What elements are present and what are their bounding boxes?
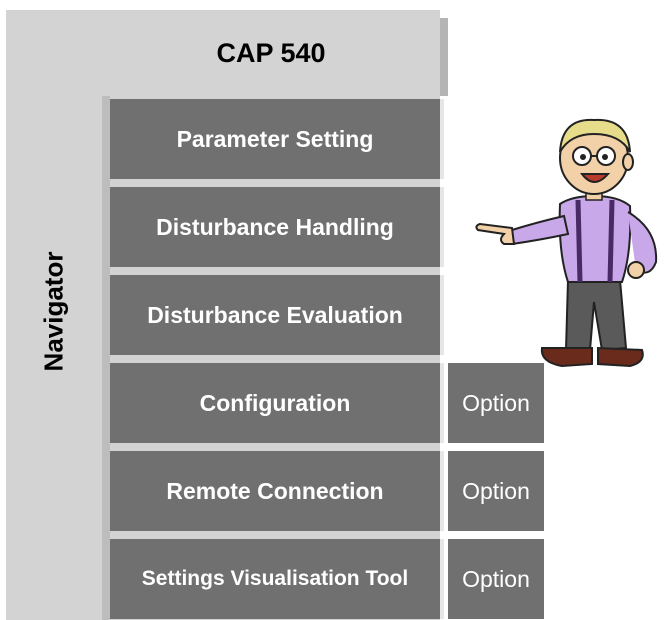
configuration-button[interactable]: Configuration xyxy=(110,363,440,443)
parameter-setting-button[interactable]: Parameter Setting xyxy=(110,99,440,179)
disturbance-handling-button[interactable]: Disturbance Handling xyxy=(110,187,440,267)
navigator-sidebar: Navigator xyxy=(6,96,102,526)
app-title: CAP 540 xyxy=(216,37,326,68)
navigator-label: Navigator xyxy=(38,251,69,371)
panel-shadow-edge xyxy=(440,18,448,96)
configuration-option-button[interactable]: Option xyxy=(448,363,544,443)
disturbance-evaluation-button[interactable]: Disturbance Evaluation xyxy=(110,275,440,355)
remote-connection-option-button[interactable]: Option xyxy=(448,451,544,531)
panel-inner-edge xyxy=(102,96,110,620)
remote-connection-button[interactable]: Remote Connection xyxy=(110,451,440,531)
mascot-icon xyxy=(475,118,658,368)
settings-visualisation-tool-button[interactable]: Settings Visualisation Tool xyxy=(110,539,440,619)
settings-visualisation-option-button[interactable]: Option xyxy=(448,539,544,619)
